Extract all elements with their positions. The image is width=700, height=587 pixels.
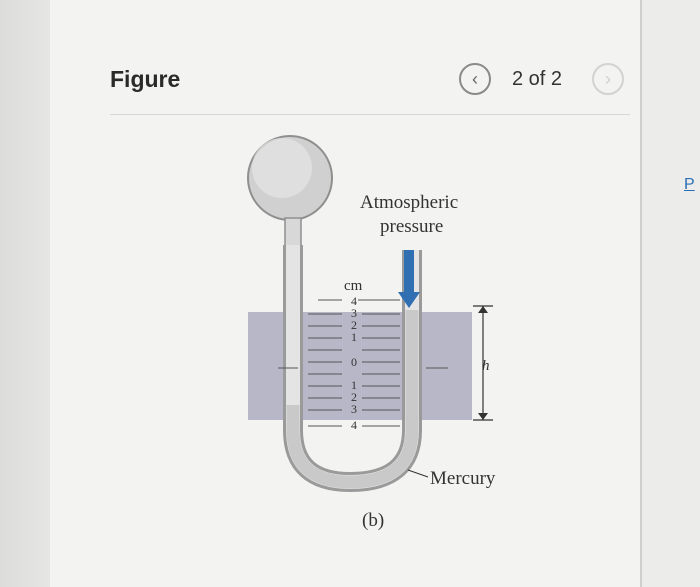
manometer-diagram <box>247 135 493 493</box>
scale-top-3: 3 <box>351 306 357 320</box>
h-label: h <box>482 358 490 374</box>
pressure-label: pressure <box>380 216 444 237</box>
previous-button[interactable]: ‹ <box>459 63 491 95</box>
mercury-label: Mercury <box>430 468 496 489</box>
scale-bottom-3: 3 <box>351 402 357 416</box>
side-link[interactable]: P <box>684 176 695 193</box>
scale-bottom-2: 2 <box>351 390 357 404</box>
scale-bottom-1: 1 <box>351 378 357 392</box>
pager-label: 2 of 2 <box>512 68 563 90</box>
figure-title: Figure <box>110 66 181 92</box>
scale-top-1: 1 <box>351 330 357 344</box>
mercury-leader-line <box>407 469 429 478</box>
arrow-down-icon <box>398 292 420 308</box>
atmospheric-label: Atmospheric <box>360 192 459 213</box>
pressure-band <box>248 312 472 420</box>
arrow-shaft <box>404 250 414 296</box>
next-button[interactable]: › <box>592 63 624 95</box>
chevron-left-icon: ‹ <box>472 68 478 89</box>
right-panel-edge <box>640 0 700 587</box>
left-ticks <box>308 299 342 427</box>
bulb-highlight <box>252 138 312 198</box>
scale-zero: 0 <box>351 355 357 369</box>
scale-bottom-4: 4 <box>351 418 357 432</box>
right-ticks <box>358 299 400 427</box>
scale-top-4: 4 <box>351 294 357 308</box>
unit-label: cm <box>344 278 363 294</box>
mercury-column <box>286 310 419 489</box>
left-panel-edge <box>0 0 50 587</box>
chevron-right-icon: › <box>605 68 611 89</box>
bulb-neck <box>284 217 302 247</box>
header-divider <box>110 114 630 115</box>
scale-top-2: 2 <box>351 318 357 332</box>
figure-caption: (b) <box>362 510 385 531</box>
